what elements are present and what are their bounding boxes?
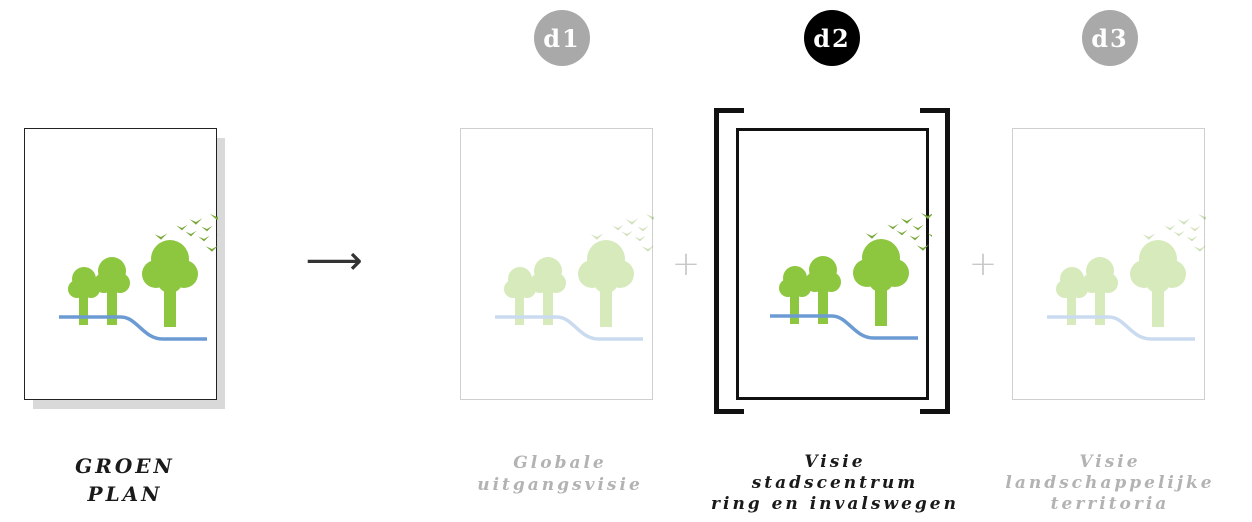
- badge-d1: d1: [534, 10, 590, 66]
- bracket-right: [920, 108, 950, 414]
- caption-line: GROEN: [75, 454, 175, 478]
- river-line: [59, 315, 207, 341]
- panel-d2-card: [736, 128, 932, 400]
- tree-large: [578, 240, 634, 327]
- panel-d1-card: [460, 128, 654, 400]
- panel-d1-caption: Globale uitgangsvisie: [455, 452, 665, 496]
- river-line: [770, 314, 918, 340]
- groen-plan-caption: GROEN PLAN: [40, 452, 210, 508]
- tree-medium: [1082, 257, 1118, 325]
- panel-d3-caption: Visie landschappelijke territoria: [1000, 452, 1220, 515]
- caption-line: landschappelijke: [1005, 473, 1215, 493]
- trees-birds-river-icon: [1047, 214, 1206, 341]
- tree-small: [779, 266, 811, 324]
- tree-small: [68, 267, 100, 325]
- tree-large: [1130, 240, 1186, 327]
- caption-line: stadscentrum: [751, 473, 919, 493]
- birds-flock: [590, 214, 654, 252]
- badge-d2: d2: [804, 10, 860, 66]
- river-line: [1047, 315, 1195, 341]
- groen-plan-card: [24, 128, 218, 400]
- caption-line: Globale: [513, 453, 607, 473]
- birds-flock: [154, 214, 218, 252]
- badge-d3: d3: [1082, 10, 1138, 66]
- bracket-left: [714, 108, 744, 414]
- trees-birds-river-icon: [770, 213, 932, 340]
- caption-line: ring en invalswegen: [711, 494, 959, 514]
- tree-medium: [94, 257, 130, 325]
- arrow-right-icon: ⟶: [305, 238, 363, 284]
- river-line: [495, 315, 643, 341]
- tree-small: [504, 267, 536, 325]
- caption-line: Visie: [804, 452, 866, 472]
- tree-small: [1056, 267, 1088, 325]
- plus-icon: +: [968, 244, 998, 284]
- tree-large: [853, 239, 909, 326]
- birds-flock: [1142, 214, 1206, 252]
- trees-birds-river-icon: [59, 214, 218, 341]
- panel-d3-card: [1012, 128, 1206, 400]
- caption-line: territoria: [1050, 494, 1170, 514]
- tree-medium: [530, 257, 566, 325]
- trees-birds-river-icon: [495, 214, 654, 341]
- tree-large: [142, 240, 198, 327]
- plus-icon: +: [671, 244, 701, 284]
- caption-line: uitgangsvisie: [477, 475, 643, 495]
- tree-medium: [805, 256, 841, 324]
- caption-line: PLAN: [87, 482, 163, 506]
- panel-d2-caption: Visie stadscentrum ring en invalswegen: [700, 452, 970, 515]
- caption-line: Visie: [1079, 452, 1141, 472]
